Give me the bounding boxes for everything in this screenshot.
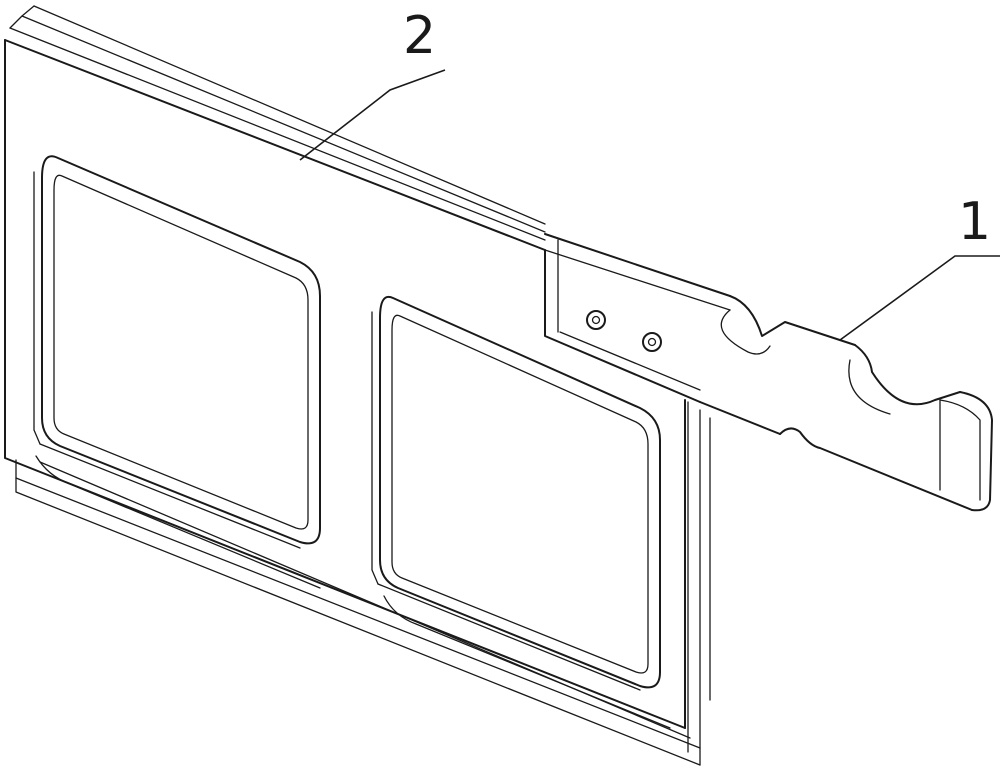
callout-label-1: 1	[958, 192, 992, 252]
rivet-hole-right	[642, 332, 662, 352]
stacked-plates	[9, 5, 711, 766]
tab	[544, 233, 993, 512]
left-window	[33, 155, 321, 589]
main-plate	[4, 39, 686, 729]
leader-line-1	[839, 255, 1000, 341]
callout-label-2: 2	[403, 6, 437, 66]
right-window	[371, 296, 671, 729]
rivet-hole-left	[586, 310, 606, 330]
leader-line-2	[299, 69, 446, 161]
